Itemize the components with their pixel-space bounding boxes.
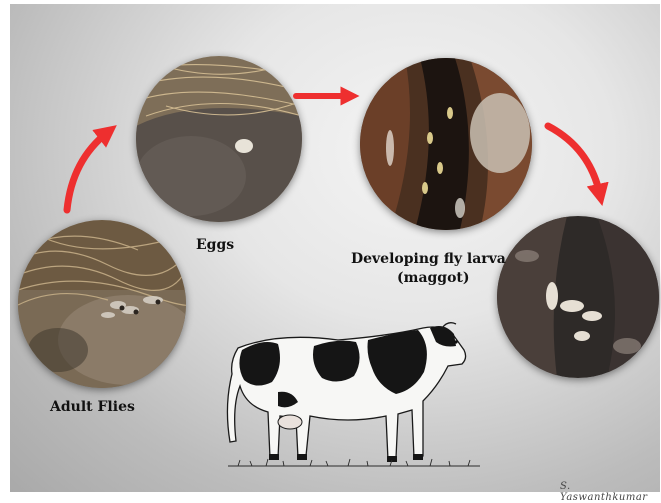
label-larva-line1: Developing fly larva [351,250,506,269]
label-larva-line2: (maggot) [397,269,470,288]
label-adult-flies: Adult Flies [50,398,135,417]
arrow-larva-to-maggot [548,126,600,195]
cow-illustration [218,306,490,482]
label-eggs: Eggs [196,236,234,255]
arrow-flies-to-eggs [67,132,108,210]
